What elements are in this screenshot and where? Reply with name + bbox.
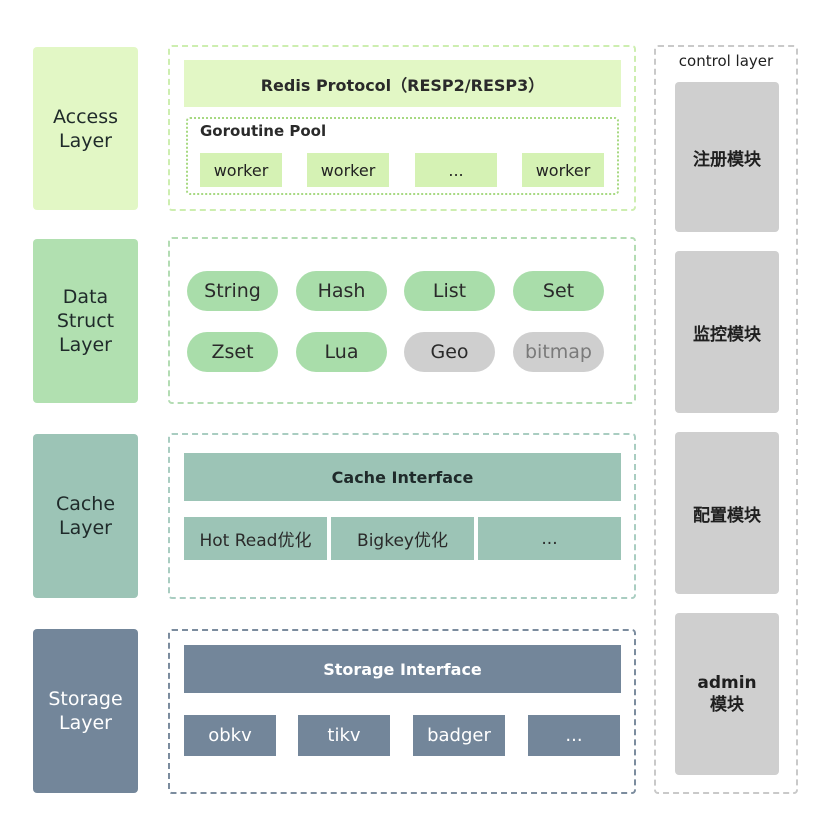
worker-box-1: worker [200, 153, 282, 187]
storage-tikv-box: tikv [298, 715, 390, 756]
cache-layer-container [168, 433, 636, 599]
control-module-monitor: 监控模块 [675, 251, 779, 413]
type-list: List [404, 271, 495, 311]
data-layer-label-line2: Struct [56, 310, 115, 332]
storage-layer-label-line1: Storage [48, 688, 123, 710]
goroutine-pool-title: Goroutine Pool [200, 122, 327, 140]
worker-box-4: worker [522, 153, 604, 187]
redis-protocol-box: Redis Protocol（RESP2/RESP3） [184, 60, 621, 107]
admin-module-line1: admin [697, 673, 757, 693]
type-string: String [187, 271, 278, 311]
data-struct-layer-container [168, 237, 636, 404]
storage-interface-box: Storage Interface [184, 645, 621, 693]
type-geo: Geo [404, 332, 495, 372]
type-hash: Hash [296, 271, 387, 311]
worker-box-2: worker [307, 153, 389, 187]
type-set: Set [513, 271, 604, 311]
control-layer-container [654, 45, 798, 794]
storage-layer-label-line2: Layer [59, 712, 112, 734]
storage-badger-box: badger [413, 715, 505, 756]
storage-layer-container [168, 629, 636, 794]
type-bitmap: bitmap [513, 332, 604, 372]
control-module-admin: admin 模块 [675, 613, 779, 775]
access-layer-container [168, 45, 636, 211]
storage-obkv-box: obkv [184, 715, 276, 756]
access-layer-label-line2: Layer [59, 129, 112, 152]
storage-layer-label: Storage Layer [33, 629, 138, 793]
type-lua: Lua [296, 332, 387, 372]
storage-ellipsis-box: ... [528, 715, 620, 756]
control-module-register: 注册模块 [675, 82, 779, 232]
cache-layer-label-line2: Layer [59, 517, 112, 539]
control-module-config: 配置模块 [675, 432, 779, 594]
cache-layer-label-line1: Cache [55, 493, 116, 515]
type-zset: Zset [187, 332, 278, 372]
control-layer-title: control layer [678, 52, 774, 70]
cache-bigkey-box: Bigkey优化 [331, 517, 474, 560]
data-layer-label-line1: Data [62, 286, 109, 308]
goroutine-pool-container [186, 117, 619, 195]
cache-hot-read-box: Hot Read优化 [184, 517, 327, 560]
cache-ellipsis-box: ... [478, 517, 621, 560]
access-layer-label-line1: Access [52, 105, 119, 128]
cache-interface-box: Cache Interface [184, 453, 621, 501]
access-layer-label: Access Layer [33, 47, 138, 210]
data-struct-layer-label: Data Struct Layer [33, 239, 138, 403]
data-layer-label-line3: Layer [59, 334, 112, 356]
admin-module-line2: 模块 [709, 695, 744, 715]
cache-layer-label: Cache Layer [33, 434, 138, 598]
worker-box-ellipsis: ... [415, 153, 497, 187]
